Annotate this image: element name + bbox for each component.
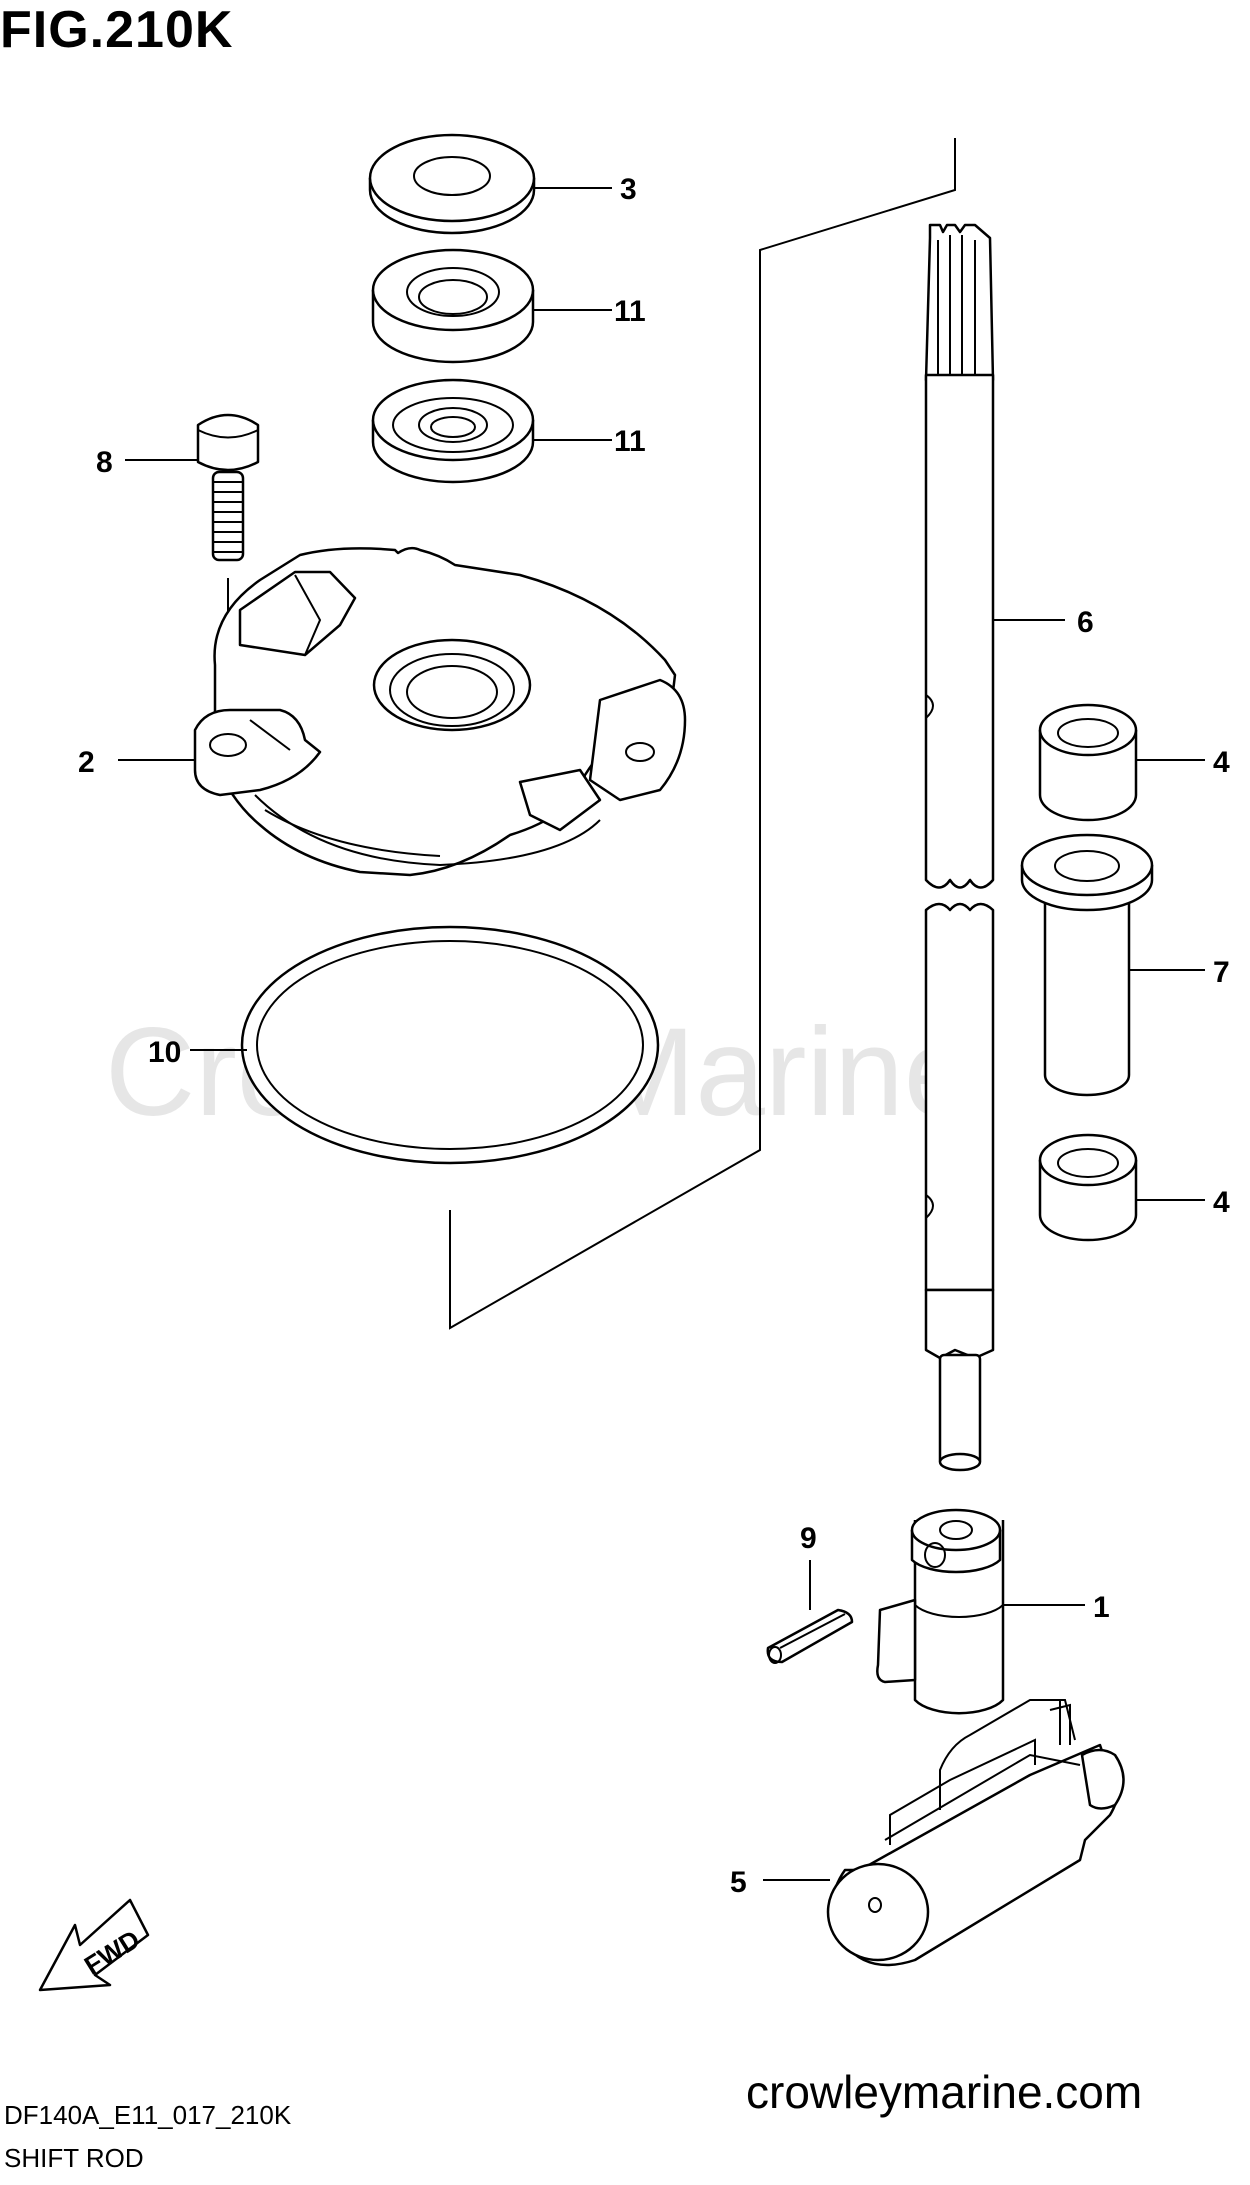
sleeve-part-7[interactable]	[1020, 833, 1154, 1097]
figure-title: FIG.210K	[0, 1, 234, 59]
callout-5: 5	[730, 1866, 747, 1899]
oil-seal-part-11-upper[interactable]	[371, 248, 535, 364]
shift-cam-part-5[interactable]	[826, 1699, 1125, 1967]
callout-9: 9	[800, 1522, 817, 1555]
callout-8: 8	[96, 446, 113, 479]
callout-6: 6	[1077, 606, 1094, 639]
diagram-code: DF140A_E11_017_210K	[4, 2100, 292, 2130]
fwd-direction-arrow: FWD	[38, 1898, 150, 1992]
callout-3: 3	[620, 173, 637, 206]
site-url[interactable]: crowleymarine.com	[746, 2066, 1143, 2118]
pin-part-9[interactable]	[766, 1608, 854, 1664]
callout-4-upper: 4	[1213, 746, 1230, 779]
callout-11-upper: 11	[614, 295, 646, 328]
bolt-part-8[interactable]	[196, 413, 260, 562]
shift-rod-joint-part-1[interactable]	[876, 1508, 1005, 1715]
shift-rod-guide-housing-part-2[interactable]	[193, 546, 687, 877]
assembly-bracket	[449, 138, 956, 1330]
o-ring-part-10[interactable]	[240, 925, 660, 1165]
bushing-part-4-upper[interactable]	[1038, 703, 1138, 822]
callout-11-lower: 11	[614, 425, 646, 458]
callout-10: 10	[148, 1036, 181, 1069]
bushing-part-4-lower[interactable]	[1038, 1133, 1138, 1242]
shift-rod-part-6[interactable]	[924, 223, 995, 1472]
callout-4-lower: 4	[1213, 1186, 1230, 1219]
diagram-name: SHIFT ROD	[4, 2143, 144, 2173]
oil-seal-part-11-lower[interactable]	[371, 378, 535, 484]
callout-2: 2	[78, 746, 95, 779]
washer-part-3[interactable]	[368, 133, 536, 235]
callout-7: 7	[1213, 956, 1230, 989]
callout-1: 1	[1093, 1591, 1110, 1624]
